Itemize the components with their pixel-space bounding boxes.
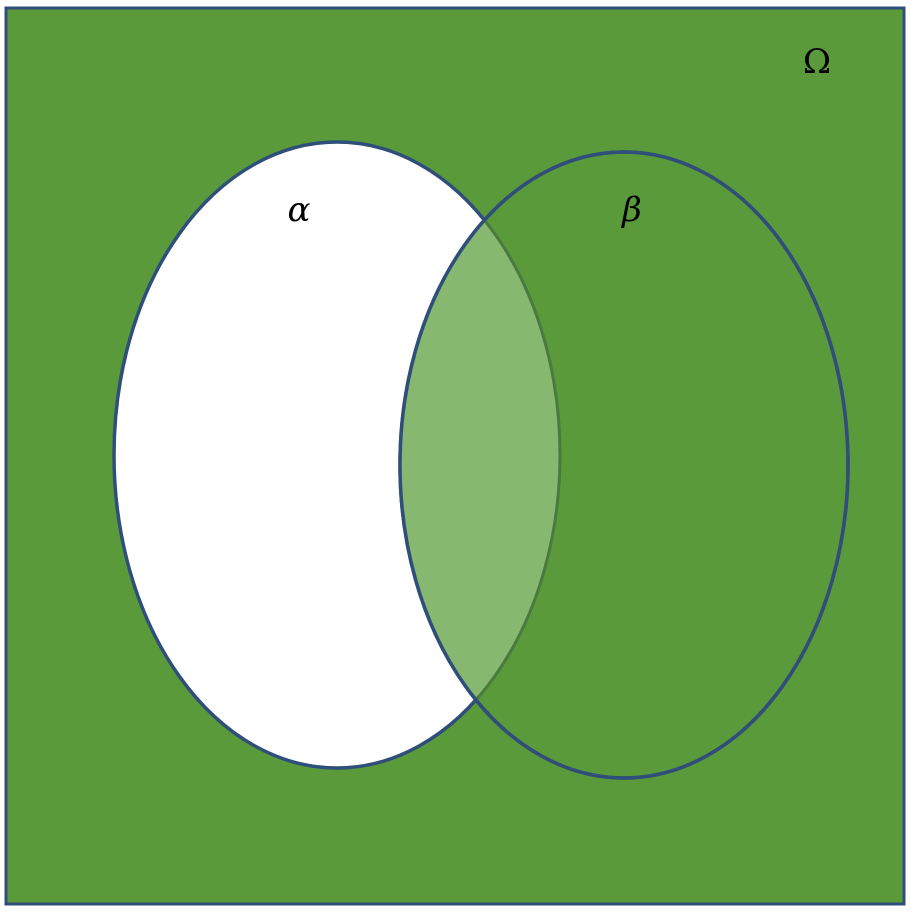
universe-label: Ω xyxy=(803,42,831,82)
intersection-region xyxy=(400,152,560,768)
set-beta-outline xyxy=(398,150,850,780)
intersection-boundary xyxy=(400,152,562,770)
set-beta-label: β xyxy=(620,190,642,230)
set-alpha-label: α xyxy=(288,190,311,230)
